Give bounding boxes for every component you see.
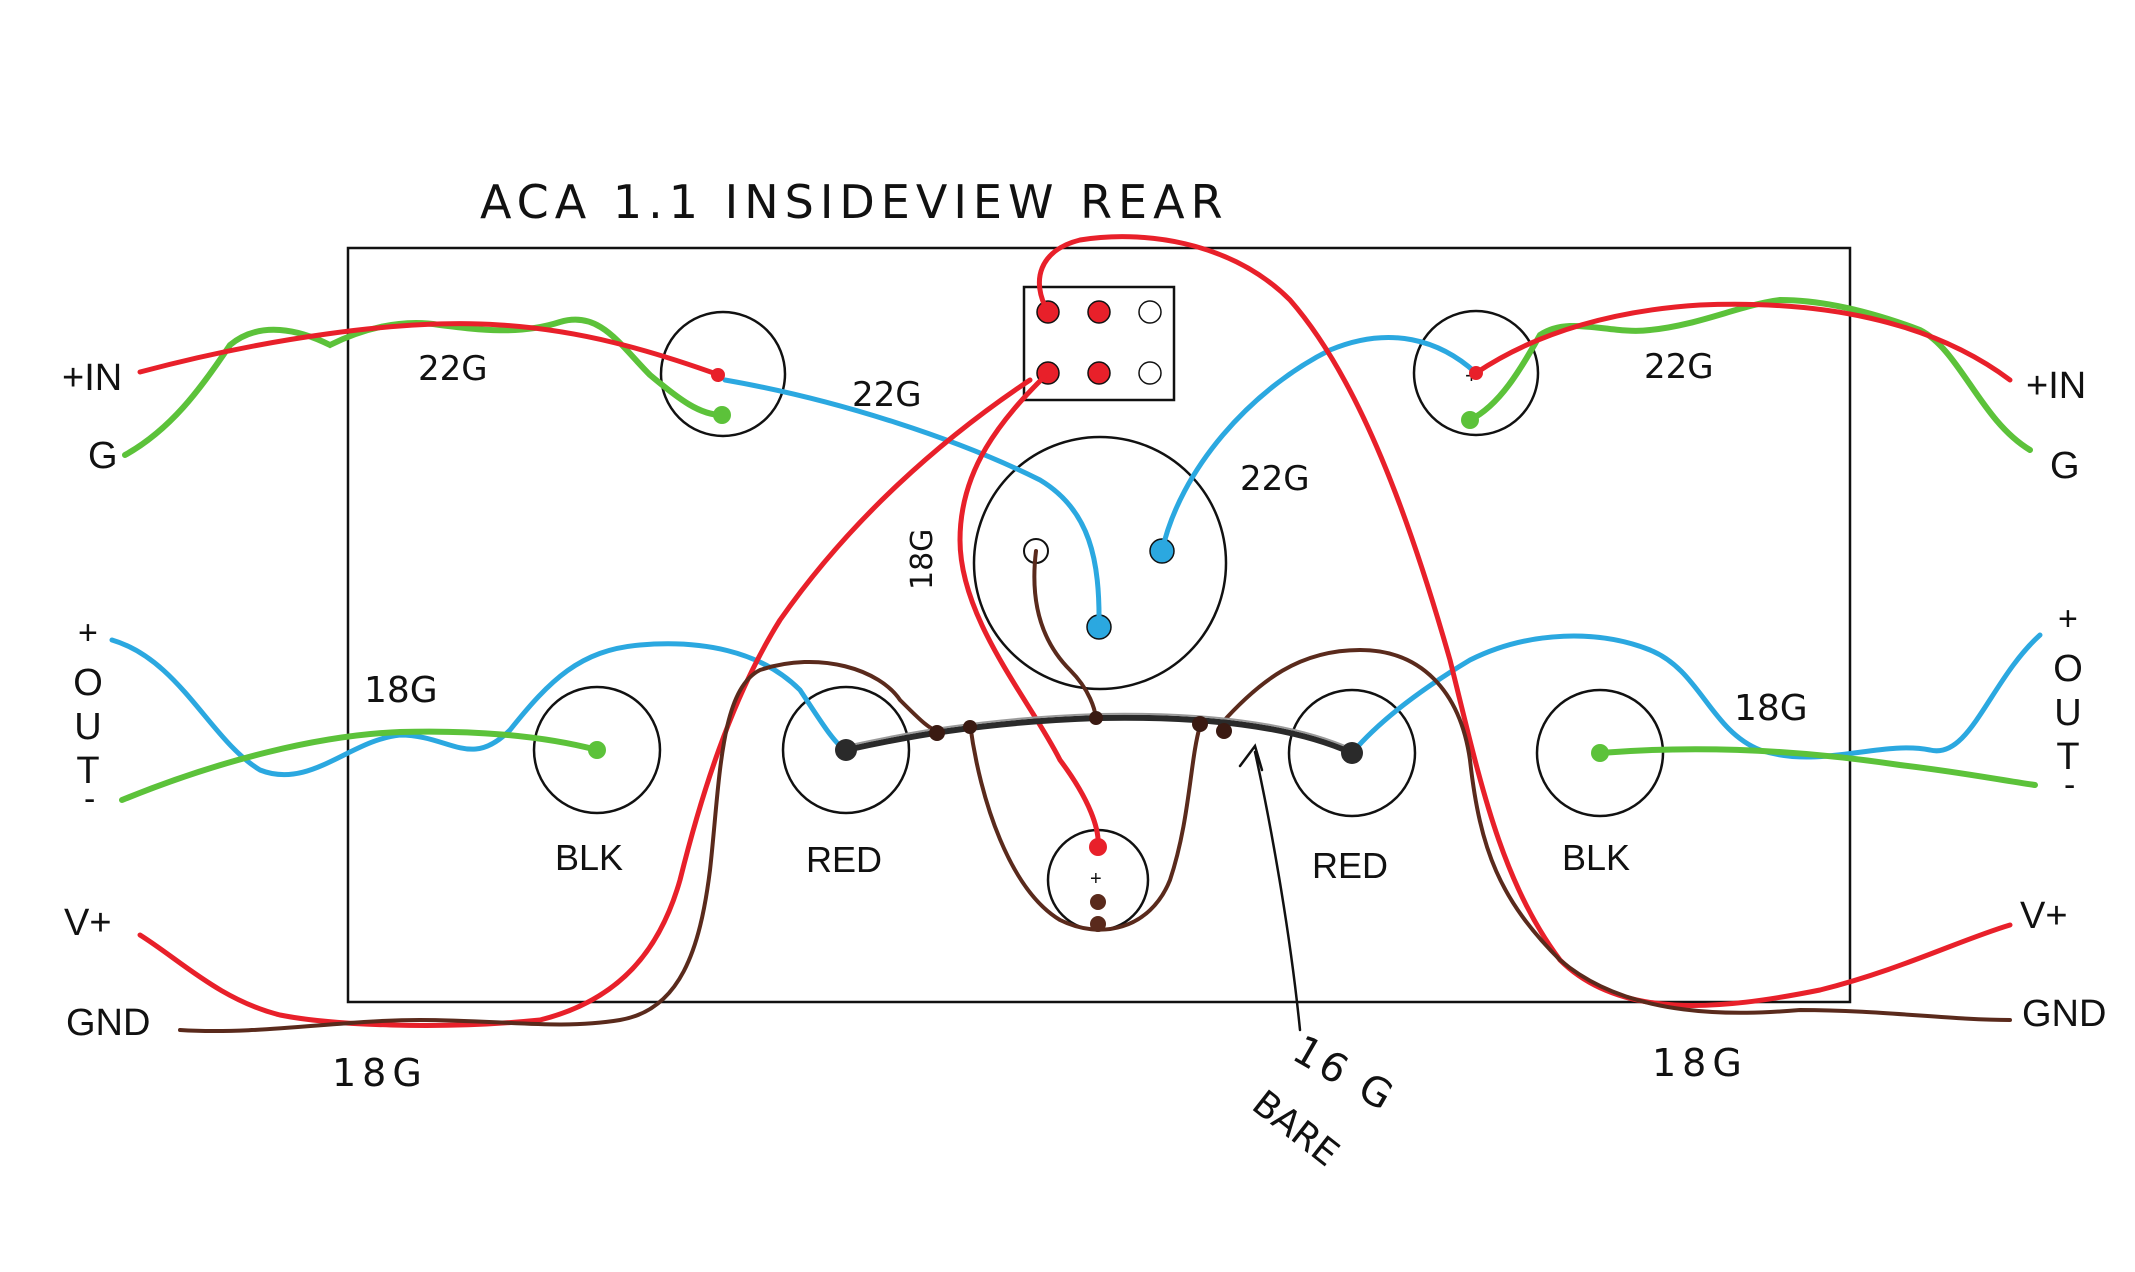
- green-wire-right-output: [1597, 746, 2038, 788]
- connector-pin: [1138, 300, 1162, 324]
- solder-joint: [1192, 716, 1208, 732]
- binding-post-right-red: [1287, 688, 1417, 818]
- wire-dot: [1461, 411, 1479, 429]
- left-in-plus-label: +IN: [62, 357, 122, 399]
- plus-symbol: +: [1090, 868, 1102, 890]
- left-gnd-label: GND: [66, 1002, 150, 1044]
- left-red-post-label: RED: [806, 839, 882, 880]
- gauge-label-power-left: 18G: [332, 1051, 428, 1095]
- solder-joint: [1341, 742, 1363, 764]
- red-wire-power-left: [137, 377, 1033, 1028]
- gauge-label-input-center-right: 22G: [1240, 459, 1310, 499]
- blue-wire-right-output: [1349, 632, 2043, 760]
- left-in-ground-label: G: [88, 435, 118, 477]
- wire-dot: [588, 741, 606, 759]
- gauge-label-output-right: 18G: [1734, 688, 1808, 729]
- chassis-outline: [346, 246, 1852, 1004]
- connector-pin: [1138, 361, 1162, 385]
- left-v-plus-label: V+: [64, 902, 112, 944]
- gauge-label-input-center-left: 22G: [852, 375, 922, 415]
- green-wire-right-input: [1467, 296, 2033, 453]
- solder-joint: [1089, 711, 1103, 725]
- red-wire-left-input: [137, 321, 725, 379]
- wire-dot: [1591, 744, 1609, 762]
- solder-joint: [1216, 723, 1232, 739]
- gauge-label-input-right: 22G: [1644, 347, 1714, 387]
- green-wire-left-output: [119, 728, 600, 803]
- brown-wire-socket: [1032, 549, 1098, 720]
- left-black-post-label: BLK: [555, 837, 623, 878]
- gauge-label-input-left: 22G: [418, 349, 488, 389]
- right-out-minus-label: -: [2064, 766, 2075, 804]
- solder-joint: [929, 725, 945, 741]
- blue-wire-right-to-socket: [1159, 335, 1479, 554]
- connector-pin: [1087, 361, 1111, 385]
- solder-joint: [835, 739, 857, 761]
- diagram-title: ACA 1.1 INSIDEVIEW REAR: [480, 175, 1229, 229]
- right-in-plus-label: +IN: [2026, 365, 2086, 407]
- left-out-plus-label: +: [78, 614, 98, 652]
- gauge-label-vertical: 18G: [905, 529, 940, 590]
- connector-pin: [1087, 300, 1111, 324]
- binding-post-left-red: [781, 685, 911, 815]
- right-red-post-label: RED: [1312, 845, 1388, 886]
- gauge-label-output-left: 18G: [364, 670, 438, 711]
- left-out-word-label: OUT: [67, 662, 109, 794]
- red-wire-tip: [1089, 838, 1107, 856]
- right-v-plus-label: V+: [2020, 895, 2068, 937]
- blue-wire-left-to-socket: [722, 377, 1102, 630]
- wire-dot: [711, 368, 725, 382]
- gauge-label-power-right: 18G: [1652, 1041, 1748, 1085]
- bus-pointer-arrow: [1238, 743, 1302, 1032]
- wire-dot: [713, 406, 731, 424]
- wire-dot: [1469, 366, 1483, 380]
- right-out-plus-label: +: [2058, 600, 2078, 638]
- right-black-post-label: BLK: [1562, 837, 1630, 878]
- wire-dot: [1090, 916, 1106, 932]
- right-in-ground-label: G: [2050, 445, 2080, 487]
- solder-joint: [963, 720, 977, 734]
- red-wire-power-loop: [1037, 234, 2013, 1008]
- right-gnd-label: GND: [2022, 993, 2106, 1035]
- blue-wire-left-output: [109, 637, 849, 778]
- center-socket: [972, 435, 1228, 691]
- right-out-word-label: OUT: [2047, 648, 2089, 780]
- red-wire-vertical-18g: [957, 370, 1101, 851]
- red-wire-right-input: [1473, 301, 2013, 383]
- brown-wire-ground-right: [1218, 647, 2012, 1022]
- brown-wire-loop-bottom: [968, 722, 1202, 932]
- bus-type-label: BARE: [1244, 1083, 1346, 1175]
- left-out-minus-label: -: [84, 780, 95, 818]
- wire-dot: [1090, 894, 1106, 910]
- brown-wire-ground-left: [178, 660, 942, 1034]
